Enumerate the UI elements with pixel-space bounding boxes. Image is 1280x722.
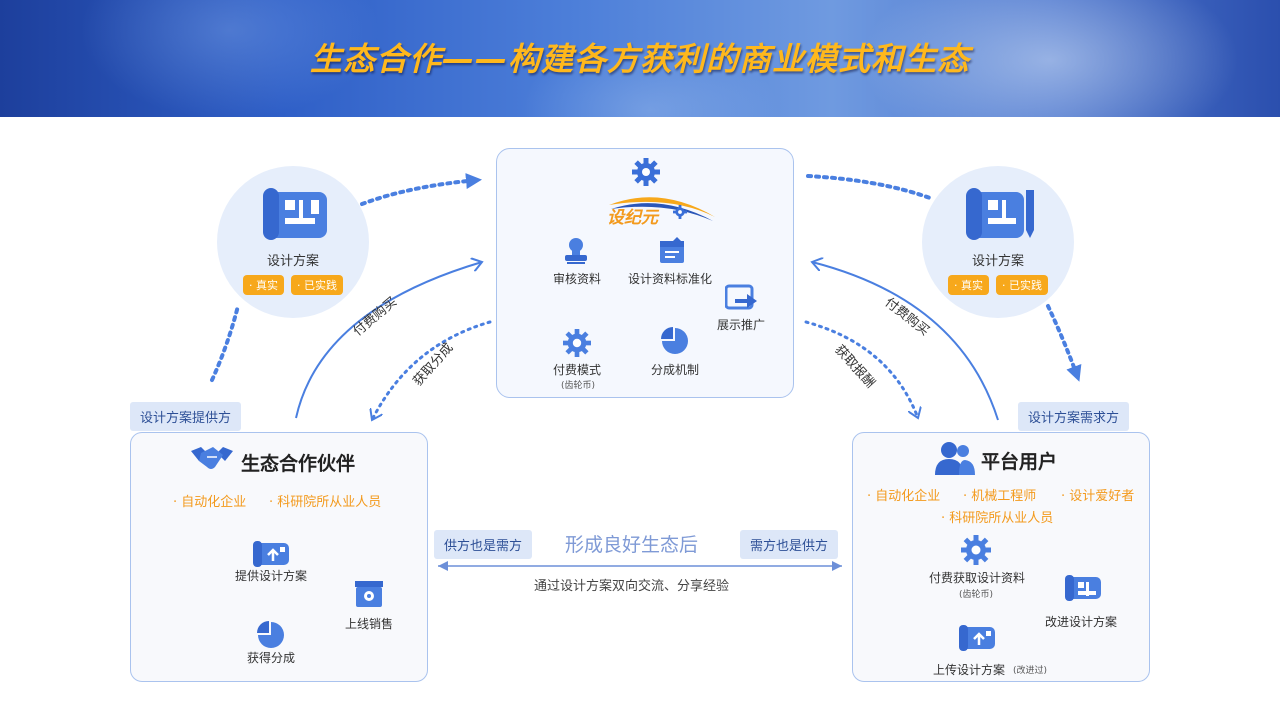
demander-pay-note: (齿轮币) — [959, 590, 994, 600]
arrow-circle-to-demander — [1046, 304, 1082, 382]
blueprint-pencil-icon — [966, 188, 1034, 240]
platform-box: 设纪元 审核资料 设计资料标准化 展示推广 分成机制 — [496, 148, 794, 398]
arrow-platform-to-right-circle — [806, 174, 932, 200]
share-screen-icon — [725, 284, 757, 310]
provider-step-provide: 提供设计方案 — [235, 569, 308, 583]
small-gear-icon — [673, 205, 687, 219]
upload-blueprint-icon — [253, 541, 289, 567]
banner-glow — [860, 0, 1240, 117]
tag-real: · 真实 — [242, 275, 284, 295]
chip-demander: 设计方案需求方 — [1018, 402, 1130, 431]
demander-item-research: · 科研院所从业人员 — [941, 511, 1054, 526]
tag-real: · 真实 — [947, 275, 989, 295]
blueprint-icon — [1065, 575, 1101, 601]
step-revenue-share: 分成机制 — [651, 363, 700, 377]
tag-practiced: · 已实践 — [996, 275, 1049, 295]
chip-provider: 设计方案提供方 — [130, 402, 242, 431]
payment-note: (齿轮币) — [561, 381, 596, 391]
blueprint-icon — [263, 188, 327, 240]
header-banner — [0, 0, 1280, 117]
provider-item-automation: · 自动化企业 — [173, 495, 247, 510]
demander-step-upload: 上传设计方案 — [933, 663, 1006, 677]
ecosystem-subtitle: 通过设计方案双向交流、分享经验 — [534, 579, 730, 594]
step-promote: 展示推广 — [717, 318, 766, 332]
demander-upload-note: (改进过) — [1013, 666, 1048, 676]
gear-icon — [632, 158, 660, 186]
arrow-right-reward — [804, 320, 918, 418]
step-standardize: 设计资料标准化 — [628, 272, 713, 286]
demander-item-automation: · 自动化企业 — [867, 489, 941, 504]
step-payment: 付费模式 — [553, 363, 602, 377]
logo-swoosh — [609, 197, 715, 221]
arrow-left-share — [372, 320, 492, 420]
demander-step-improve: 改进设计方案 — [1045, 615, 1118, 629]
gear-icon — [961, 535, 991, 565]
page-title: 生态合作——构建各方获利的商业模式和生态 — [309, 40, 970, 78]
chip-supply-is-demand: 供方也是需方 — [434, 530, 533, 559]
pie-chart-icon — [661, 327, 688, 354]
provider-step-share: 获得分成 — [247, 651, 296, 665]
platform-logo-text: 设纪元 — [607, 208, 658, 228]
provider-card: 生态合作伙伴 · 自动化企业 · 科研院所从业人员 提供设计方案 上线销售 获得… — [130, 432, 428, 682]
store-gear-icon — [355, 581, 383, 607]
handshake-icon — [191, 447, 233, 469]
chip-demand-is-supply: 需方也是供方 — [740, 530, 839, 559]
provider-title: 生态合作伙伴 — [241, 453, 356, 475]
upload-blueprint-icon — [959, 625, 995, 651]
demander-step-pay: 付费获取设计资料 — [929, 571, 1026, 585]
arrow-right-buy — [812, 262, 999, 421]
provider-item-research: · 科研院所从业人员 — [269, 495, 382, 510]
demander-item-enthusiast: · 设计爱好者 — [1061, 489, 1135, 504]
provider-step-sell: 上线销售 — [345, 617, 394, 631]
ecosystem-headline: 形成良好生态后 — [565, 534, 699, 556]
users-icon — [935, 442, 975, 475]
arrow-provider-to-circle — [210, 304, 240, 382]
right-circle-title: 设计方案 — [971, 254, 1024, 269]
right-circle-tags: · 真实 · 已实践 — [922, 274, 1074, 295]
step-review: 审核资料 — [553, 272, 602, 286]
pie-chart-icon — [257, 621, 284, 648]
left-circle-title: 设计方案 — [266, 254, 319, 269]
demander-item-engineer: · 机械工程师 — [963, 489, 1037, 504]
demander-card: 平台用户 · 自动化企业 · 机械工程师 · 设计爱好者 · 科研院所从业人员 … — [852, 432, 1150, 682]
left-design-circle: 设计方案 · 真实 · 已实践 — [217, 166, 369, 318]
document-icon — [660, 237, 684, 263]
left-circle-tags: · 真实 · 已实践 — [217, 274, 369, 295]
right-design-circle: 设计方案 · 真实 · 已实践 — [922, 166, 1074, 318]
demander-title: 平台用户 — [981, 451, 1058, 473]
stamp-icon — [565, 238, 587, 264]
arrow-left-buy — [295, 262, 482, 419]
tag-practiced: · 已实践 — [291, 275, 344, 295]
arrow-left-circle-to-platform — [360, 173, 482, 206]
gear-icon — [563, 329, 591, 357]
